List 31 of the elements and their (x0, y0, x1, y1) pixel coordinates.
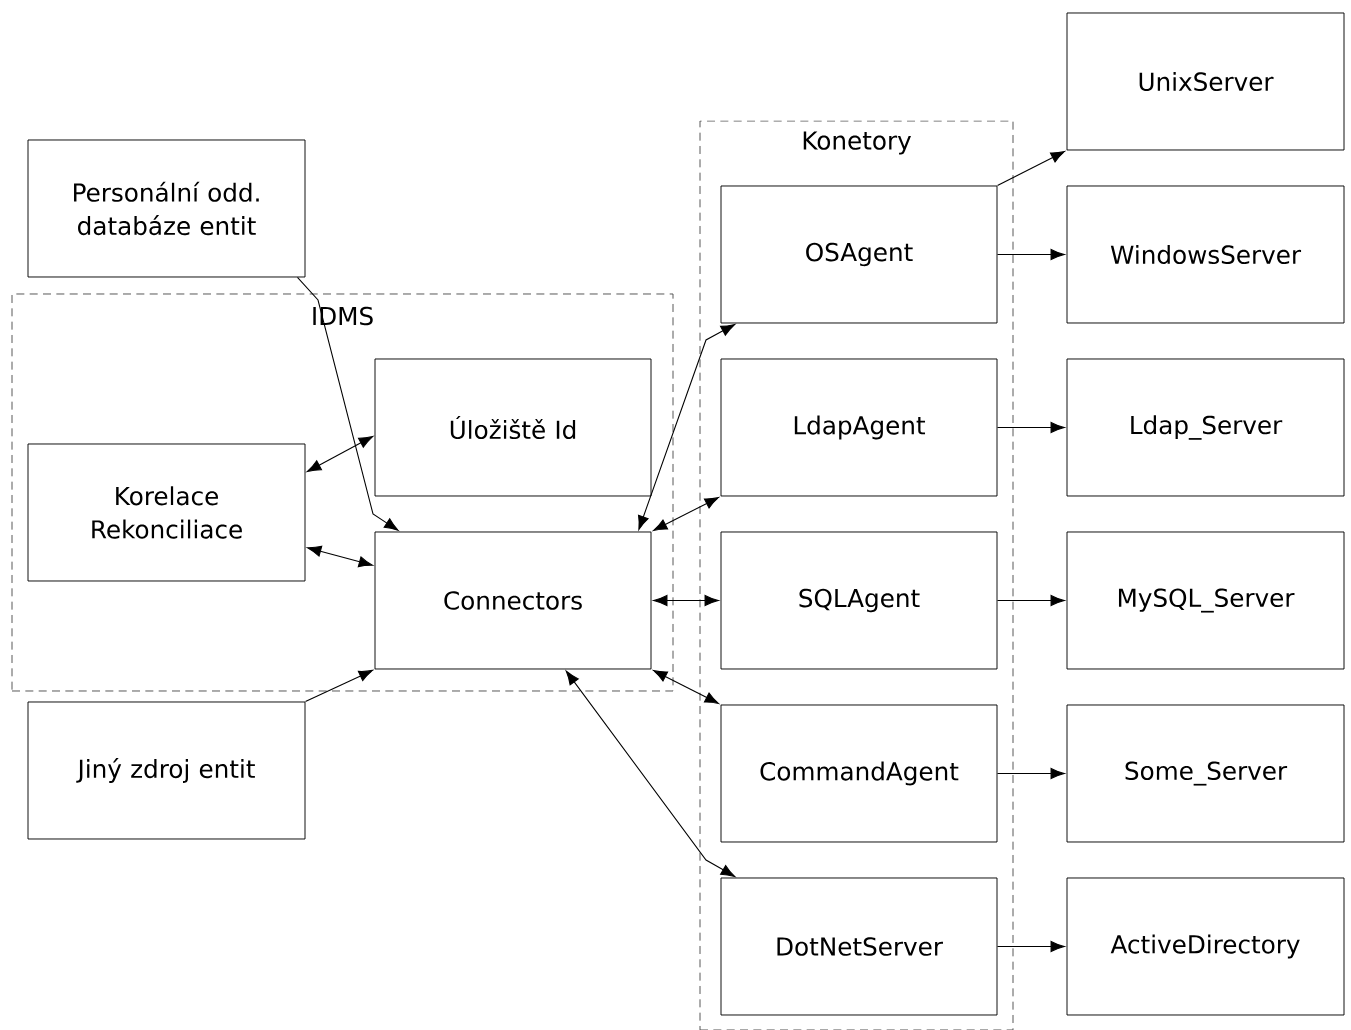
arrow (652, 669, 720, 705)
component-box: LdapAgent (720, 358, 998, 497)
arrow (306, 436, 374, 472)
arrow (996, 767, 1065, 780)
arrow (307, 545, 373, 568)
component-box: Some_Server (1066, 704, 1345, 843)
component-box: OSAgent (720, 185, 998, 324)
component-box: CommandAgent (720, 704, 998, 843)
component-box: Connectors (374, 531, 652, 670)
component-box: ActiveDirectory (1066, 877, 1345, 1016)
component-box: Personální odd. databáze entit (27, 139, 306, 278)
arrow (996, 940, 1065, 953)
arrow (653, 594, 719, 607)
arrow (638, 323, 736, 530)
component-box: Korelace Rekonciliace (27, 443, 306, 582)
component-box: UnixServer (1066, 12, 1345, 151)
arrow (996, 421, 1065, 434)
arrow (304, 669, 374, 703)
arrow (996, 594, 1065, 607)
arrow (996, 248, 1065, 261)
arrow (996, 150, 1066, 187)
component-box: SQLAgent (720, 531, 998, 670)
component-box: Jiný zdroj entit (27, 701, 306, 840)
arrow (652, 496, 720, 532)
component-box: DotNetServer (720, 877, 998, 1016)
arrow (296, 276, 399, 531)
component-box: WindowsServer (1066, 185, 1345, 324)
component-box: Úložiště Id (374, 358, 652, 497)
component-box: Ldap_Server (1066, 358, 1345, 497)
arrow (565, 670, 736, 877)
component-box: MySQL_Server (1066, 531, 1345, 670)
